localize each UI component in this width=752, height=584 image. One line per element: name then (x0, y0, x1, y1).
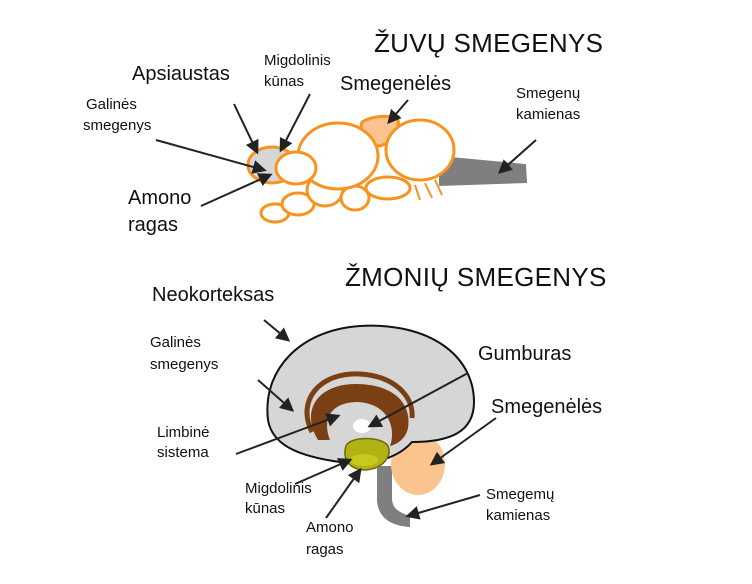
human-brainstem (377, 466, 410, 527)
human-label-neokorteksas: Neokorteksas (152, 284, 275, 306)
fish-label-galines-1: Galinės (86, 96, 137, 113)
fish-label-galines-2: smegenys (83, 117, 152, 134)
fish-label-amono-2: ragas (128, 214, 179, 236)
fish-label-kamienas-1: Smegenų (516, 85, 581, 102)
human-label-limbine-2: sistema (157, 444, 209, 461)
human-label-galines-1: Galinės (150, 334, 201, 351)
human-label-limbine-1: Limbinė (157, 424, 210, 441)
human-brain (266, 324, 476, 527)
fish-label-kamienas-2: kamienas (516, 106, 581, 123)
human-label-migdolinis-1: Migdolinis (245, 480, 312, 497)
human-arrows (235, 319, 497, 520)
fish-title: ŽUVŲ SMEGENYS (374, 28, 604, 58)
human-label-amono-1: Amono (306, 519, 354, 536)
human-label-galines-2: smegenys (150, 356, 219, 373)
human-title: ŽMONIŲ SMEGENYS (345, 262, 607, 292)
fish-label-amono-1: Amono (128, 187, 192, 209)
fish-arrows (155, 93, 537, 207)
human-label-kamienas-2: kamienas (486, 507, 551, 524)
fish-optic-lobe-right (384, 118, 456, 182)
human-limbic-system (310, 384, 409, 446)
fish-label-migdolinis-2: kūnas (264, 73, 305, 90)
fish-label-smegeneles: Smegenėlės (340, 73, 452, 95)
fish-label-apsiaustas: Apsiaustas (132, 63, 230, 85)
human-thalamus (353, 419, 371, 433)
human-label-smegeneles: Smegenėlės (491, 396, 603, 418)
human-label-migdolinis-2: kūnas (245, 500, 286, 517)
fish-label-migdolinis-1: Migdolinis (264, 52, 331, 69)
human-label-amono-2: ragas (306, 541, 344, 558)
human-label-kamienas-1: Smegemų (486, 486, 555, 503)
fish-front-lobe (274, 150, 318, 186)
human-label-gumburas: Gumburas (478, 343, 572, 365)
